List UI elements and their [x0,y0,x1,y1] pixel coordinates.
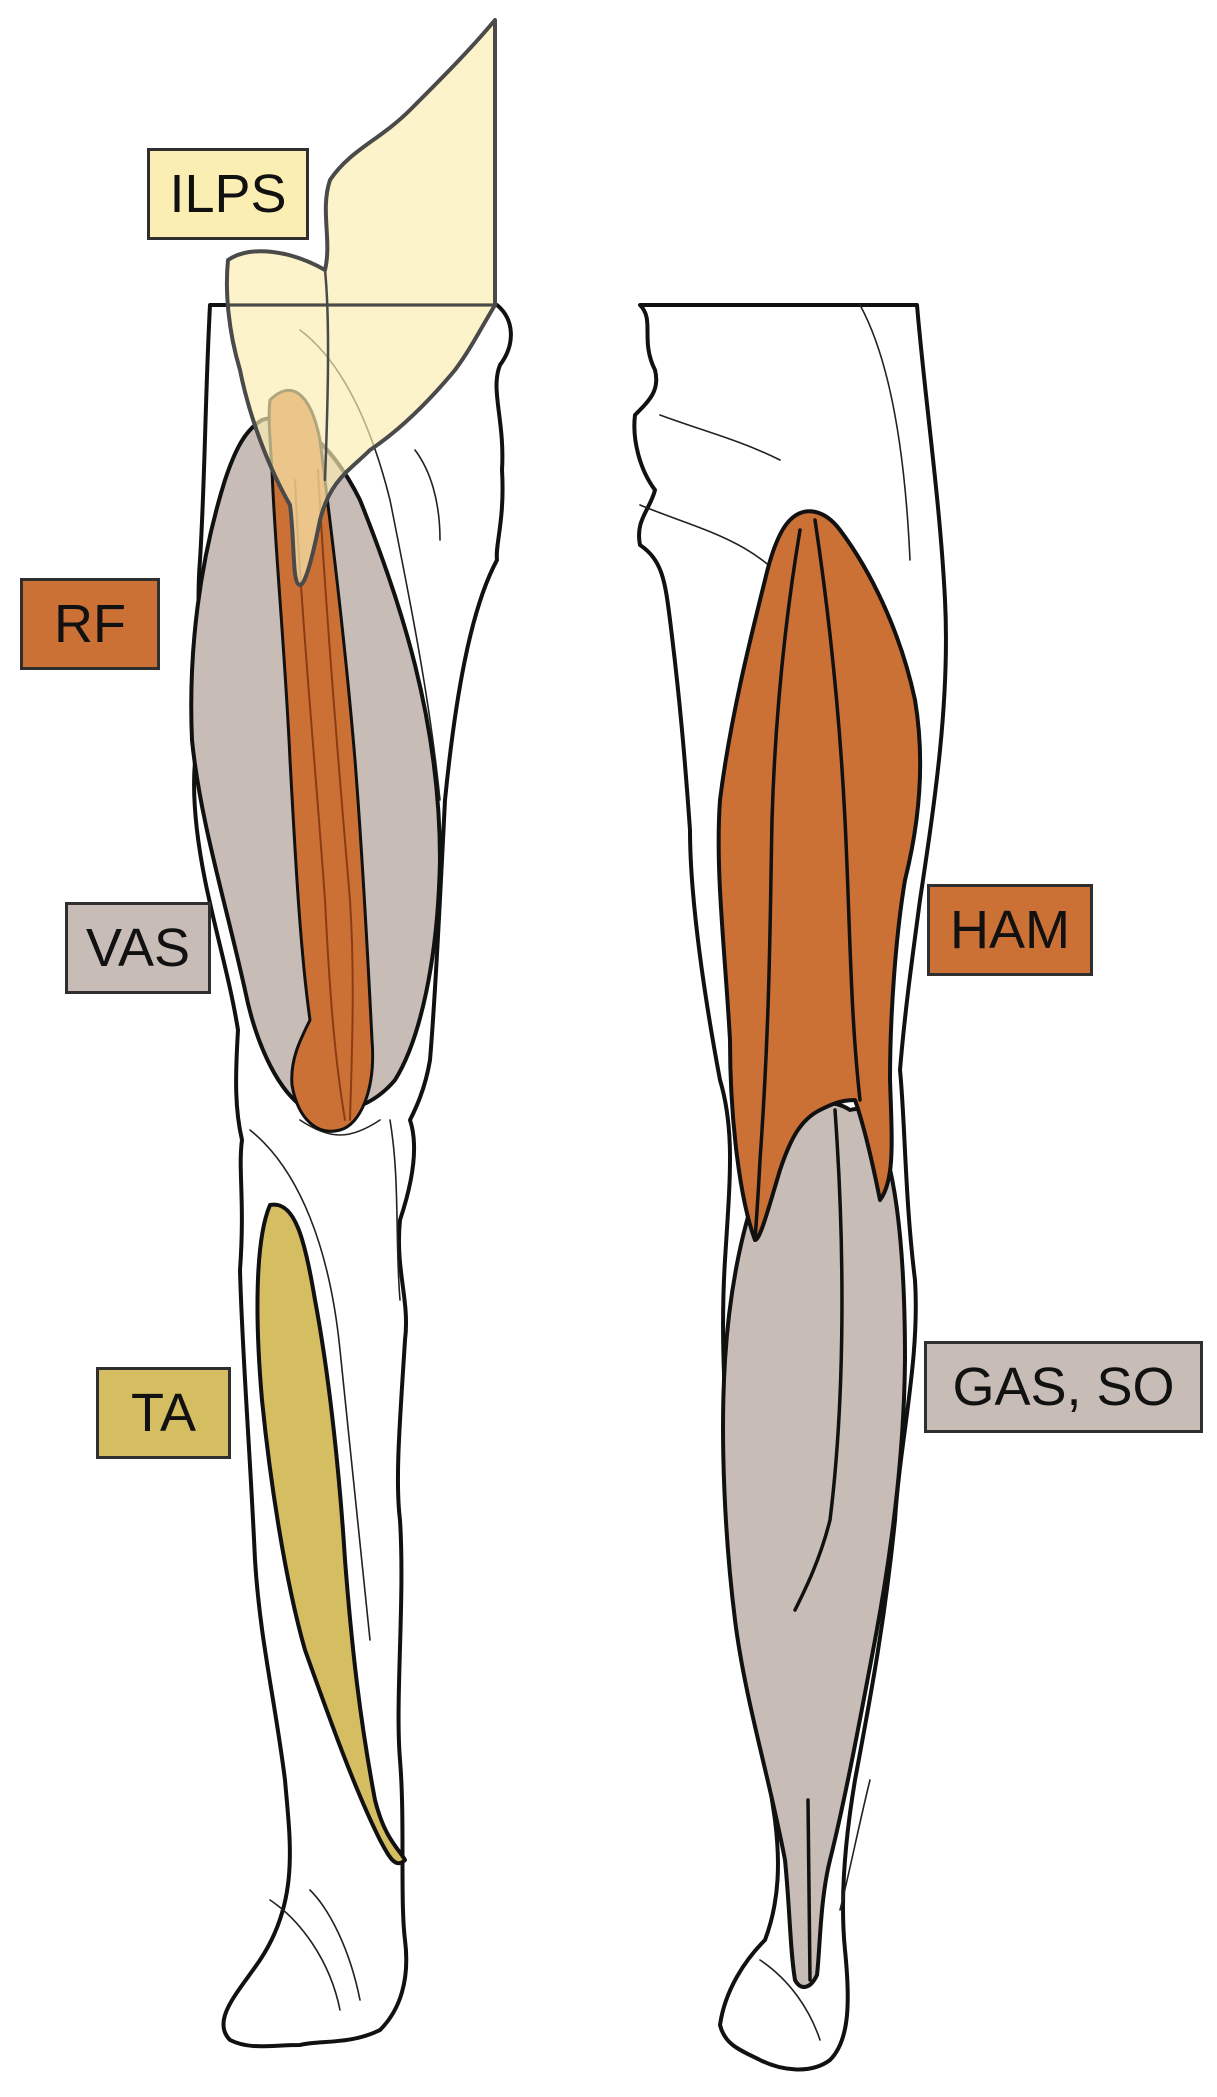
ta-muscle [255,1202,407,1866]
ilps-muscle [224,18,497,587]
vas-label-text: VAS [85,918,191,978]
front-leg-detail [249,329,441,2011]
back-leg [632,303,948,2072]
ham-label-text: HAM [950,900,1070,960]
ta-label: TA [96,1367,231,1459]
ilps-detail [226,268,497,482]
ham-detail [753,518,862,1242]
front-leg [189,18,513,2049]
back-leg-detail [639,304,911,2041]
gas-so-label-text: GAS, SO [952,1357,1175,1417]
ilps-label-text: ILPS [169,164,287,224]
vas-label: VAS [65,902,211,994]
ta-label-text: TA [131,1383,196,1443]
gas-so-muscle [721,1101,907,1989]
rf-label-text: RF [54,594,126,654]
ham-label: HAM [927,884,1093,976]
rf-label: RF [20,578,160,670]
ham-muscle [716,509,923,1242]
gas-so-detail [793,1108,844,1982]
ilps-label: ILPS [147,148,309,240]
gas-so-label: GAS, SO [924,1341,1203,1433]
